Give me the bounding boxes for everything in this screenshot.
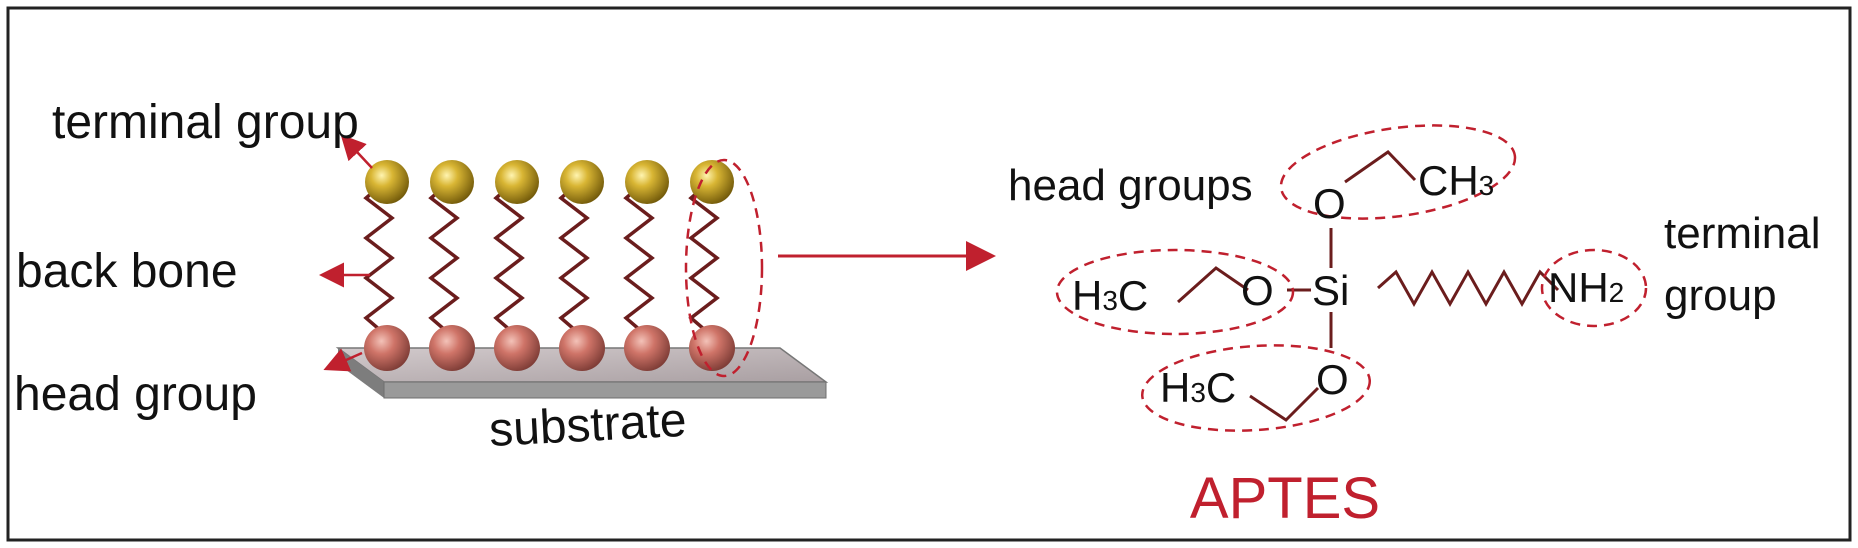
terminal-group-ellipse <box>1540 248 1648 328</box>
sam-molecules <box>363 160 735 371</box>
head-group-ellipse-left <box>1055 248 1295 336</box>
terminal-group-ball <box>430 160 474 204</box>
terminal-group-ball <box>365 160 409 204</box>
sam-molecule <box>688 160 735 371</box>
head-group-ball <box>364 325 410 371</box>
sam-molecule <box>428 160 475 371</box>
nh2-terminal: NH2 <box>1548 264 1624 311</box>
head-group-ellipse-bottom <box>1140 344 1372 432</box>
head-group-ellipse-top <box>1279 124 1517 220</box>
substrate-label: substrate <box>488 394 688 457</box>
h3c-left: H3C <box>1072 272 1148 319</box>
molecule-highlight-ellipse <box>684 158 764 378</box>
terminal-group-arrow <box>340 134 373 169</box>
terminal-group-label: terminal group <box>52 96 359 149</box>
head-group-ball <box>689 325 735 371</box>
terminal-label-line2: group <box>1664 271 1777 320</box>
terminal-label-line1: terminal <box>1664 209 1821 258</box>
sam-molecule <box>558 160 605 371</box>
o-atom-left: O <box>1241 267 1274 314</box>
terminal-group-ball <box>625 160 669 204</box>
aptes-title: APTES <box>1190 466 1380 531</box>
head-group-arrow <box>323 348 363 372</box>
sam-molecule <box>363 160 410 371</box>
h3c-bottom: H3C <box>1160 364 1236 411</box>
o-atom-top: O <box>1313 180 1346 227</box>
terminal-group-ball <box>560 160 604 204</box>
terminal-group-ball <box>690 160 734 204</box>
sam-panel: terminal group back bone head group subs… <box>14 96 829 457</box>
back-bone-label: back bone <box>16 245 238 298</box>
o-atom-bottom: O <box>1316 356 1349 403</box>
figure-border <box>6 6 1852 542</box>
sam-molecule <box>493 160 540 371</box>
aptes-bonds <box>1176 150 1560 422</box>
head-group-ball <box>429 325 475 371</box>
head-group-label: head group <box>14 368 257 421</box>
aptes-panel: Si O O O CH3 H3C H3C NH2 head groups ter… <box>1008 124 1821 531</box>
terminal-group-ball <box>495 160 539 204</box>
head-group-ball <box>559 325 605 371</box>
head-group-ball <box>624 325 670 371</box>
sam-molecule <box>623 160 670 371</box>
head-group-ball <box>494 325 540 371</box>
ch3-top: CH3 <box>1418 157 1494 204</box>
head-groups-label: head groups <box>1008 161 1253 210</box>
si-atom: Si <box>1312 267 1349 314</box>
